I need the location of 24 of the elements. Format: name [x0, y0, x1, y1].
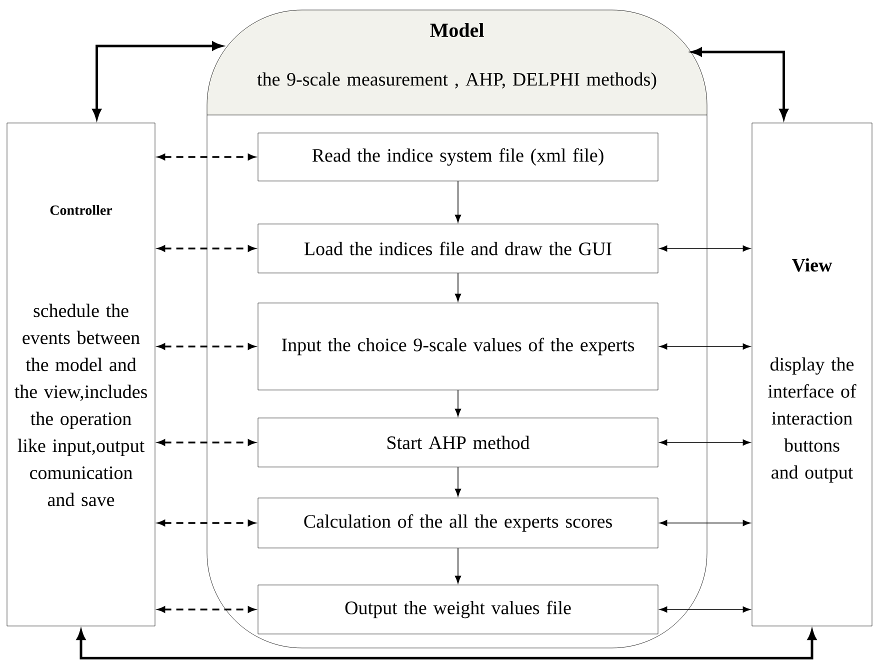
arrow [158, 606, 255, 613]
arrow [158, 245, 255, 252]
process-box: Load the indices file and draw the GUI [258, 224, 658, 274]
arrow [454, 548, 462, 584]
arrow [659, 245, 751, 252]
arrow [454, 180, 462, 223]
arrow [454, 390, 462, 417]
component-box: View display the interface of interaction buttons and output [752, 122, 872, 626]
process-box: Start AHP method [258, 418, 658, 468]
component-box: Controller schedule the events between the model and the view,includes the operation like input,output comunication and save [6, 122, 156, 626]
arrow [659, 439, 751, 446]
arrow [158, 520, 255, 526]
arrow [158, 343, 255, 350]
arrow [659, 343, 751, 350]
process-box: Output the weight values file [258, 584, 658, 634]
process-box: Read the indice system file (xml file) [258, 132, 658, 182]
arrow [659, 520, 751, 526]
arrow [158, 154, 255, 160]
arrow [659, 606, 751, 613]
process-box: Calculation of the all the experts scores [258, 498, 658, 548]
arrow [454, 272, 462, 302]
arrow [454, 466, 462, 497]
process-box: Input the choice 9-scale values of the experts [258, 302, 658, 390]
arrow [158, 439, 255, 446]
